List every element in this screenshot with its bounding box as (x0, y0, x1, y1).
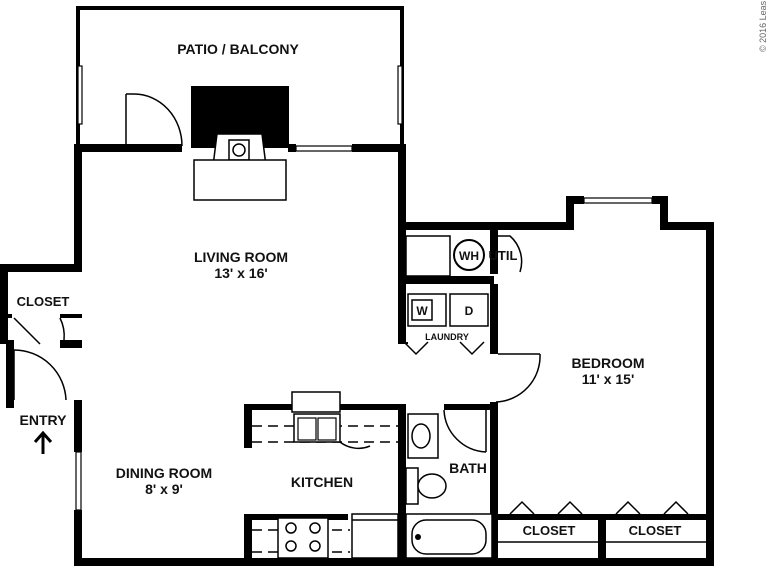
bedroom-closet-left-label: CLOSET (523, 523, 576, 538)
living-room-label: LIVING ROOM (194, 249, 288, 265)
util-label: UTIL (489, 248, 518, 263)
entry-door[interactable] (13, 349, 67, 401)
kitchen-counters (252, 391, 402, 559)
patio-door (125, 93, 183, 147)
bath-fixtures (405, 413, 493, 559)
walls (0, 144, 714, 566)
entry-label: ENTRY (20, 412, 68, 428)
fireplace (191, 86, 289, 201)
bedroom-size: 11' x 15' (582, 371, 635, 387)
laundry-closet (400, 293, 489, 356)
bedroom-label: BEDROOM (571, 355, 644, 371)
living-room-size: 13' x 16' (214, 265, 267, 281)
copyright-watermark: © 2016 Leas (758, 0, 768, 52)
entry-closet-door (13, 317, 65, 345)
bedroom-closet-doors (498, 500, 706, 543)
bath-label: BATH (449, 460, 487, 476)
water-heater-label: WH (459, 249, 479, 263)
dining-room-label: DINING ROOM (116, 465, 212, 481)
laundry-label: LAUNDRY (425, 332, 469, 342)
patio-outline (76, 6, 404, 146)
dining-room-size: 8' x 9' (145, 481, 183, 497)
washer-label: W (416, 304, 428, 318)
dryer-label: D (465, 304, 474, 318)
kitchen-label: KITCHEN (291, 474, 353, 490)
patio-label: PATIO / BALCONY (177, 41, 299, 57)
utility-closet (400, 235, 523, 284)
bedroom-closet-right-label: CLOSET (629, 523, 682, 538)
entry-closet-label: CLOSET (17, 294, 70, 309)
bath-door[interactable] (443, 404, 487, 453)
up-arrow-icon (33, 430, 53, 454)
bedroom-door[interactable] (495, 353, 541, 403)
